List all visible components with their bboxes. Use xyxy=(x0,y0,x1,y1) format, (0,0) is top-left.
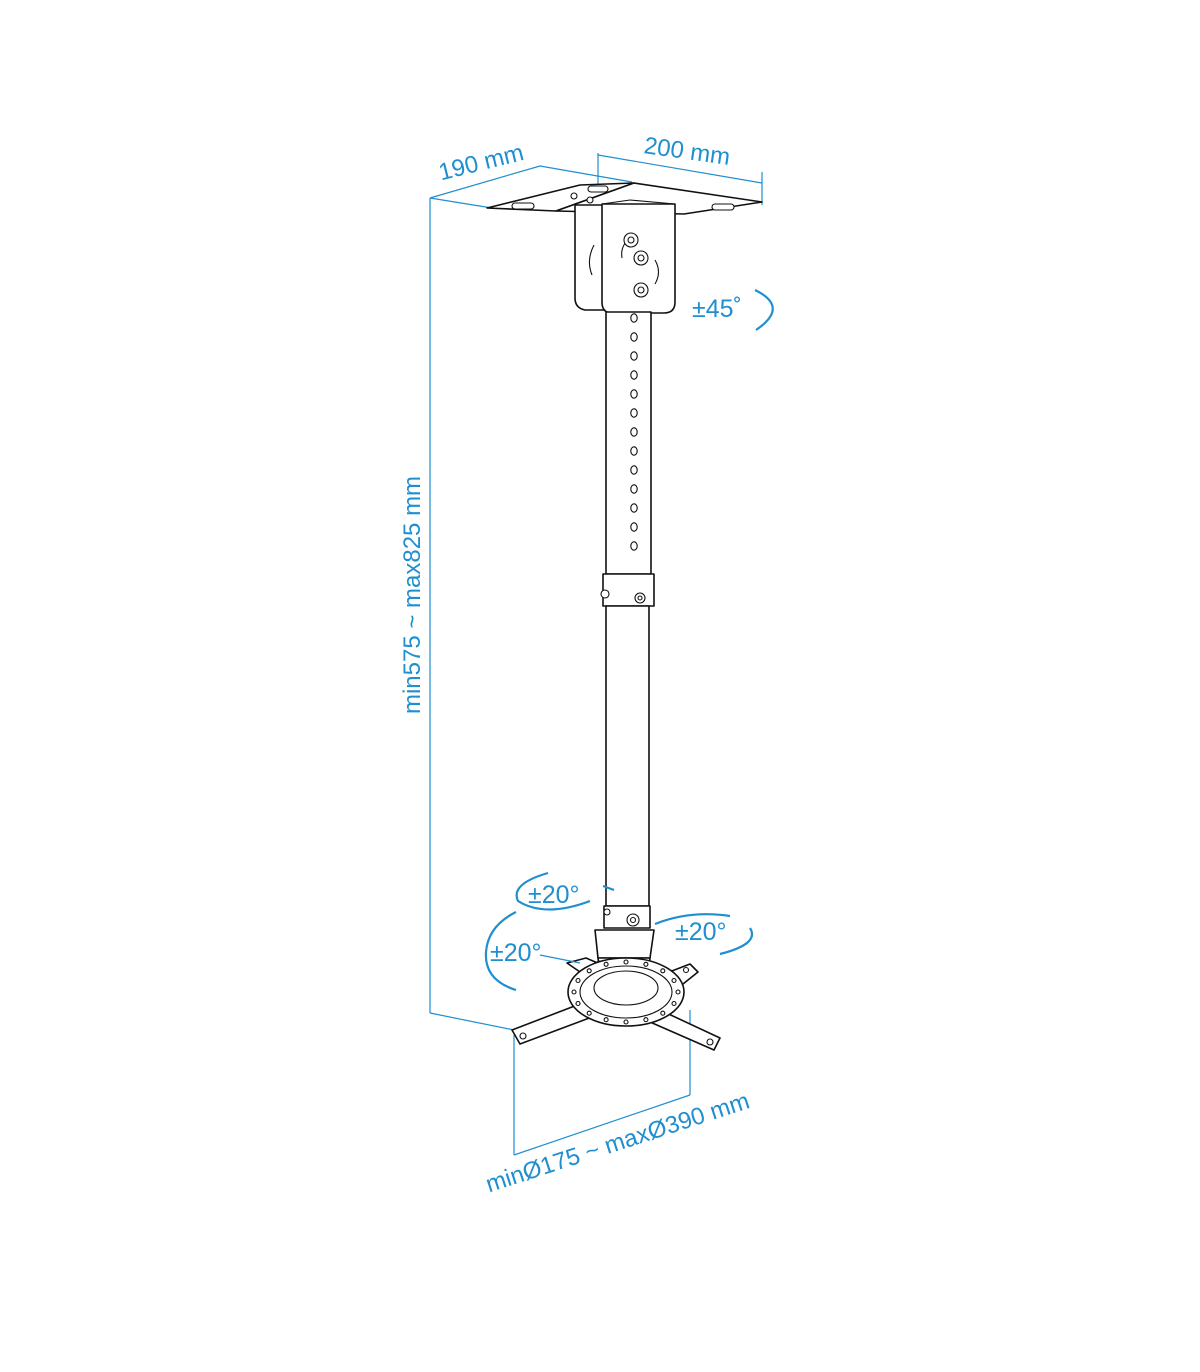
swivel-angle-label: ±20° xyxy=(528,881,580,909)
plate-hole xyxy=(643,961,649,967)
top-tilt-angle-label: ±45˚ xyxy=(692,295,742,323)
pole-hole xyxy=(630,408,638,418)
pole-length-label: min575 ~ max825 mm xyxy=(399,476,426,714)
bracket-span-label: minØ175 ~ maxØ390 mm xyxy=(483,1087,753,1198)
pole-hole xyxy=(630,446,638,456)
plate-holes xyxy=(571,959,681,1025)
pole-hole xyxy=(630,484,638,494)
plate-hole xyxy=(660,968,666,974)
side-tilt-angle-label: ±20° xyxy=(490,939,542,967)
pole-hole xyxy=(630,313,638,323)
pole-adjust-holes xyxy=(630,313,638,551)
pole-hole xyxy=(630,332,638,342)
pole-hole xyxy=(630,389,638,399)
plate-hole xyxy=(671,977,677,984)
plate-hole xyxy=(643,1017,649,1023)
plate-hole xyxy=(660,1010,666,1016)
plate-hole xyxy=(623,959,629,965)
plate-hole xyxy=(586,968,592,974)
plate-hole xyxy=(675,989,681,995)
plate-hole xyxy=(603,1017,609,1023)
pole-hole xyxy=(630,427,638,437)
pole-hole xyxy=(630,541,638,551)
plate-hole xyxy=(623,1019,629,1025)
plate-hole xyxy=(586,1010,592,1016)
rotation-arcs xyxy=(484,289,774,992)
ceiling-plate-depth-label: 190 mm xyxy=(436,139,527,186)
pole-hole xyxy=(630,522,638,532)
top-bracket xyxy=(574,199,676,314)
dimension-lines xyxy=(429,153,763,1156)
plate-hole xyxy=(571,989,577,995)
pole-hole xyxy=(630,503,638,513)
pole-hole xyxy=(630,370,638,380)
front-tilt-angle-label: ±20° xyxy=(675,918,727,946)
plate-hole xyxy=(671,1000,677,1007)
pole-hole xyxy=(630,351,638,361)
spider-bracket xyxy=(511,957,721,1051)
plate-hole xyxy=(575,1000,581,1007)
pole-hole xyxy=(630,465,638,475)
plate-hole xyxy=(603,961,609,967)
upper-pole xyxy=(605,311,652,575)
plate-hole xyxy=(575,977,581,984)
lower-pole xyxy=(600,573,655,929)
